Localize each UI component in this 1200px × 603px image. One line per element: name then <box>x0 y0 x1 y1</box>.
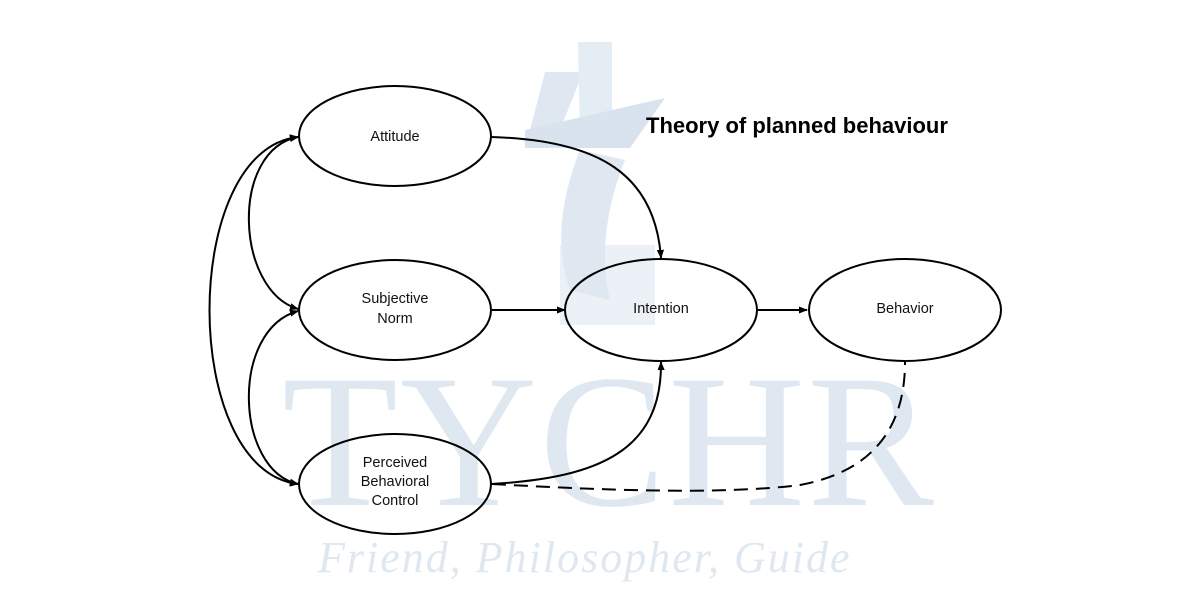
label-subjective-norm-line2: Norm <box>377 311 412 327</box>
edge-attitude-intention <box>490 136 665 259</box>
edge-attitude-norm <box>247 135 299 311</box>
edge-attitude-pbc <box>208 134 299 487</box>
label-pbc-line2: Behavioral <box>361 474 430 490</box>
label-behavior: Behavior <box>876 301 933 317</box>
edge-pbc-intention <box>490 361 665 485</box>
watermark-logo-icon <box>525 42 665 325</box>
watermark-tagline: Friend, Philosopher, Guide <box>317 533 852 582</box>
node-subjective-norm <box>298 259 492 361</box>
diagram-title: Theory of planned behaviour <box>646 113 948 138</box>
label-pbc-line1: Perceived <box>363 455 427 471</box>
node-intention <box>564 258 758 362</box>
label-subjective-norm-line1: Subjective <box>362 291 429 307</box>
edge-norm-pbc <box>247 309 299 486</box>
node-perceived-behavioral-control <box>298 433 492 535</box>
node-attitude <box>298 85 492 187</box>
label-pbc-line3: Control <box>372 493 419 509</box>
edge-pbc-behavior-dashed <box>491 361 906 492</box>
label-attitude: Attitude <box>370 129 419 145</box>
node-behavior <box>808 258 1002 362</box>
watermark-brand: TYCHR <box>282 337 936 547</box>
label-intention: Intention <box>633 301 689 317</box>
